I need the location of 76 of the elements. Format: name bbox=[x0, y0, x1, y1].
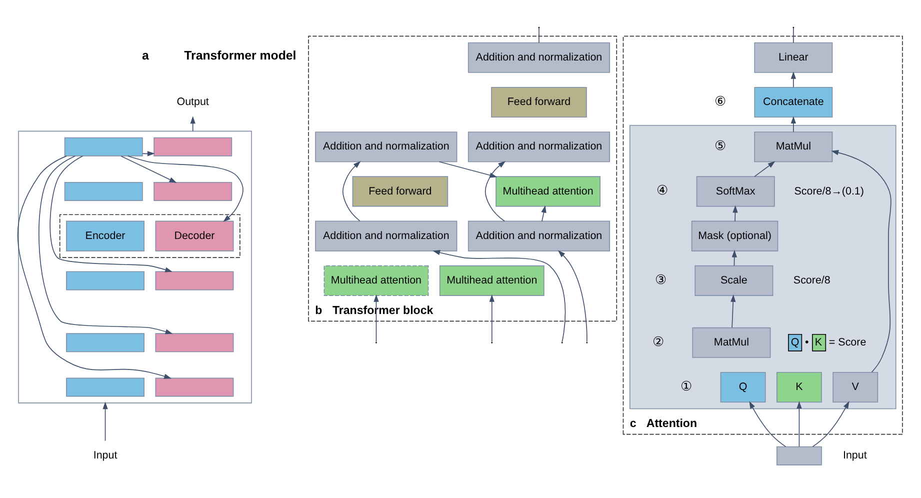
node-label: Score/8→(0.1) bbox=[794, 185, 864, 198]
node-text: Output bbox=[176, 96, 209, 108]
label: ② bbox=[652, 334, 665, 349]
node-box: Addition and normalization bbox=[468, 42, 610, 73]
node-bar bbox=[155, 378, 234, 397]
node-bar bbox=[64, 137, 143, 156]
arrow bbox=[730, 294, 736, 328]
arrow bbox=[754, 161, 776, 177]
node-box: Addition and normalization bbox=[315, 132, 458, 162]
arrow bbox=[812, 401, 850, 448]
label: a bbox=[142, 48, 149, 63]
node-label: Input bbox=[842, 450, 867, 462]
node-box: SoftMax bbox=[696, 176, 775, 207]
arrow bbox=[790, 71, 796, 88]
node-box: Concatenate bbox=[754, 86, 833, 118]
node-box: MatMul bbox=[692, 327, 771, 358]
node-box: Multihead attention bbox=[439, 265, 544, 296]
node-box: Q bbox=[720, 372, 766, 403]
node-bar bbox=[66, 333, 145, 352]
node-box: Scale bbox=[694, 265, 774, 296]
arrow bbox=[749, 401, 786, 448]
label: ⑤ bbox=[714, 138, 727, 153]
arrow bbox=[127, 156, 244, 222]
node-text: Input bbox=[93, 450, 118, 462]
node-bar bbox=[154, 182, 232, 201]
arrow bbox=[120, 156, 177, 183]
node-label: = Score bbox=[828, 336, 866, 348]
node-label: • bbox=[804, 336, 809, 348]
node-box: Multihead attention bbox=[496, 176, 601, 207]
node-box: K bbox=[776, 372, 822, 403]
node-box: Encoder bbox=[66, 220, 145, 252]
arrow bbox=[38, 156, 173, 334]
arrow bbox=[541, 205, 546, 222]
arrow bbox=[484, 161, 506, 222]
label: ④ bbox=[656, 182, 669, 198]
arrow bbox=[732, 205, 738, 222]
node-bar bbox=[64, 182, 143, 201]
node-bar bbox=[155, 333, 234, 352]
connector bbox=[538, 28, 540, 44]
arrow bbox=[342, 161, 361, 222]
node-label: K bbox=[814, 336, 822, 348]
arrow bbox=[489, 294, 494, 342]
label: ⑥ bbox=[714, 93, 727, 108]
connector bbox=[793, 28, 794, 44]
node-bar bbox=[155, 271, 234, 290]
arrow bbox=[50, 156, 173, 272]
node-box: Feed forward bbox=[491, 86, 587, 118]
node-bar bbox=[66, 271, 145, 290]
arrow bbox=[190, 116, 196, 132]
node-bar bbox=[776, 446, 822, 466]
node-box: Multihead attention bbox=[324, 265, 429, 296]
arrow bbox=[558, 250, 588, 342]
arrow bbox=[374, 294, 379, 342]
node-bar bbox=[66, 378, 145, 397]
node-box: Addition and normalization bbox=[468, 220, 610, 252]
node-box: Addition and normalization bbox=[315, 220, 458, 252]
node-label: Score/8 bbox=[793, 274, 830, 286]
label: Transformer model bbox=[184, 48, 296, 63]
node-label: Q bbox=[790, 336, 800, 348]
arrow bbox=[17, 156, 172, 379]
arrow bbox=[796, 401, 802, 447]
node-box: Mask (optional) bbox=[691, 220, 778, 252]
arrow bbox=[102, 402, 108, 442]
node-bar bbox=[154, 137, 232, 156]
node-box: MatMul bbox=[754, 132, 833, 162]
node-box: Addition and normalization bbox=[468, 132, 610, 162]
label: ① bbox=[680, 378, 693, 394]
arrow bbox=[142, 151, 155, 156]
label: ③ bbox=[655, 272, 668, 287]
node-box: Linear bbox=[754, 42, 833, 73]
node-box: Decoder bbox=[155, 220, 234, 252]
arrow bbox=[790, 116, 796, 132]
node-box: Feed forward bbox=[352, 176, 448, 207]
arrow bbox=[831, 150, 892, 373]
node-box: V bbox=[832, 372, 878, 403]
arrow bbox=[432, 250, 566, 342]
